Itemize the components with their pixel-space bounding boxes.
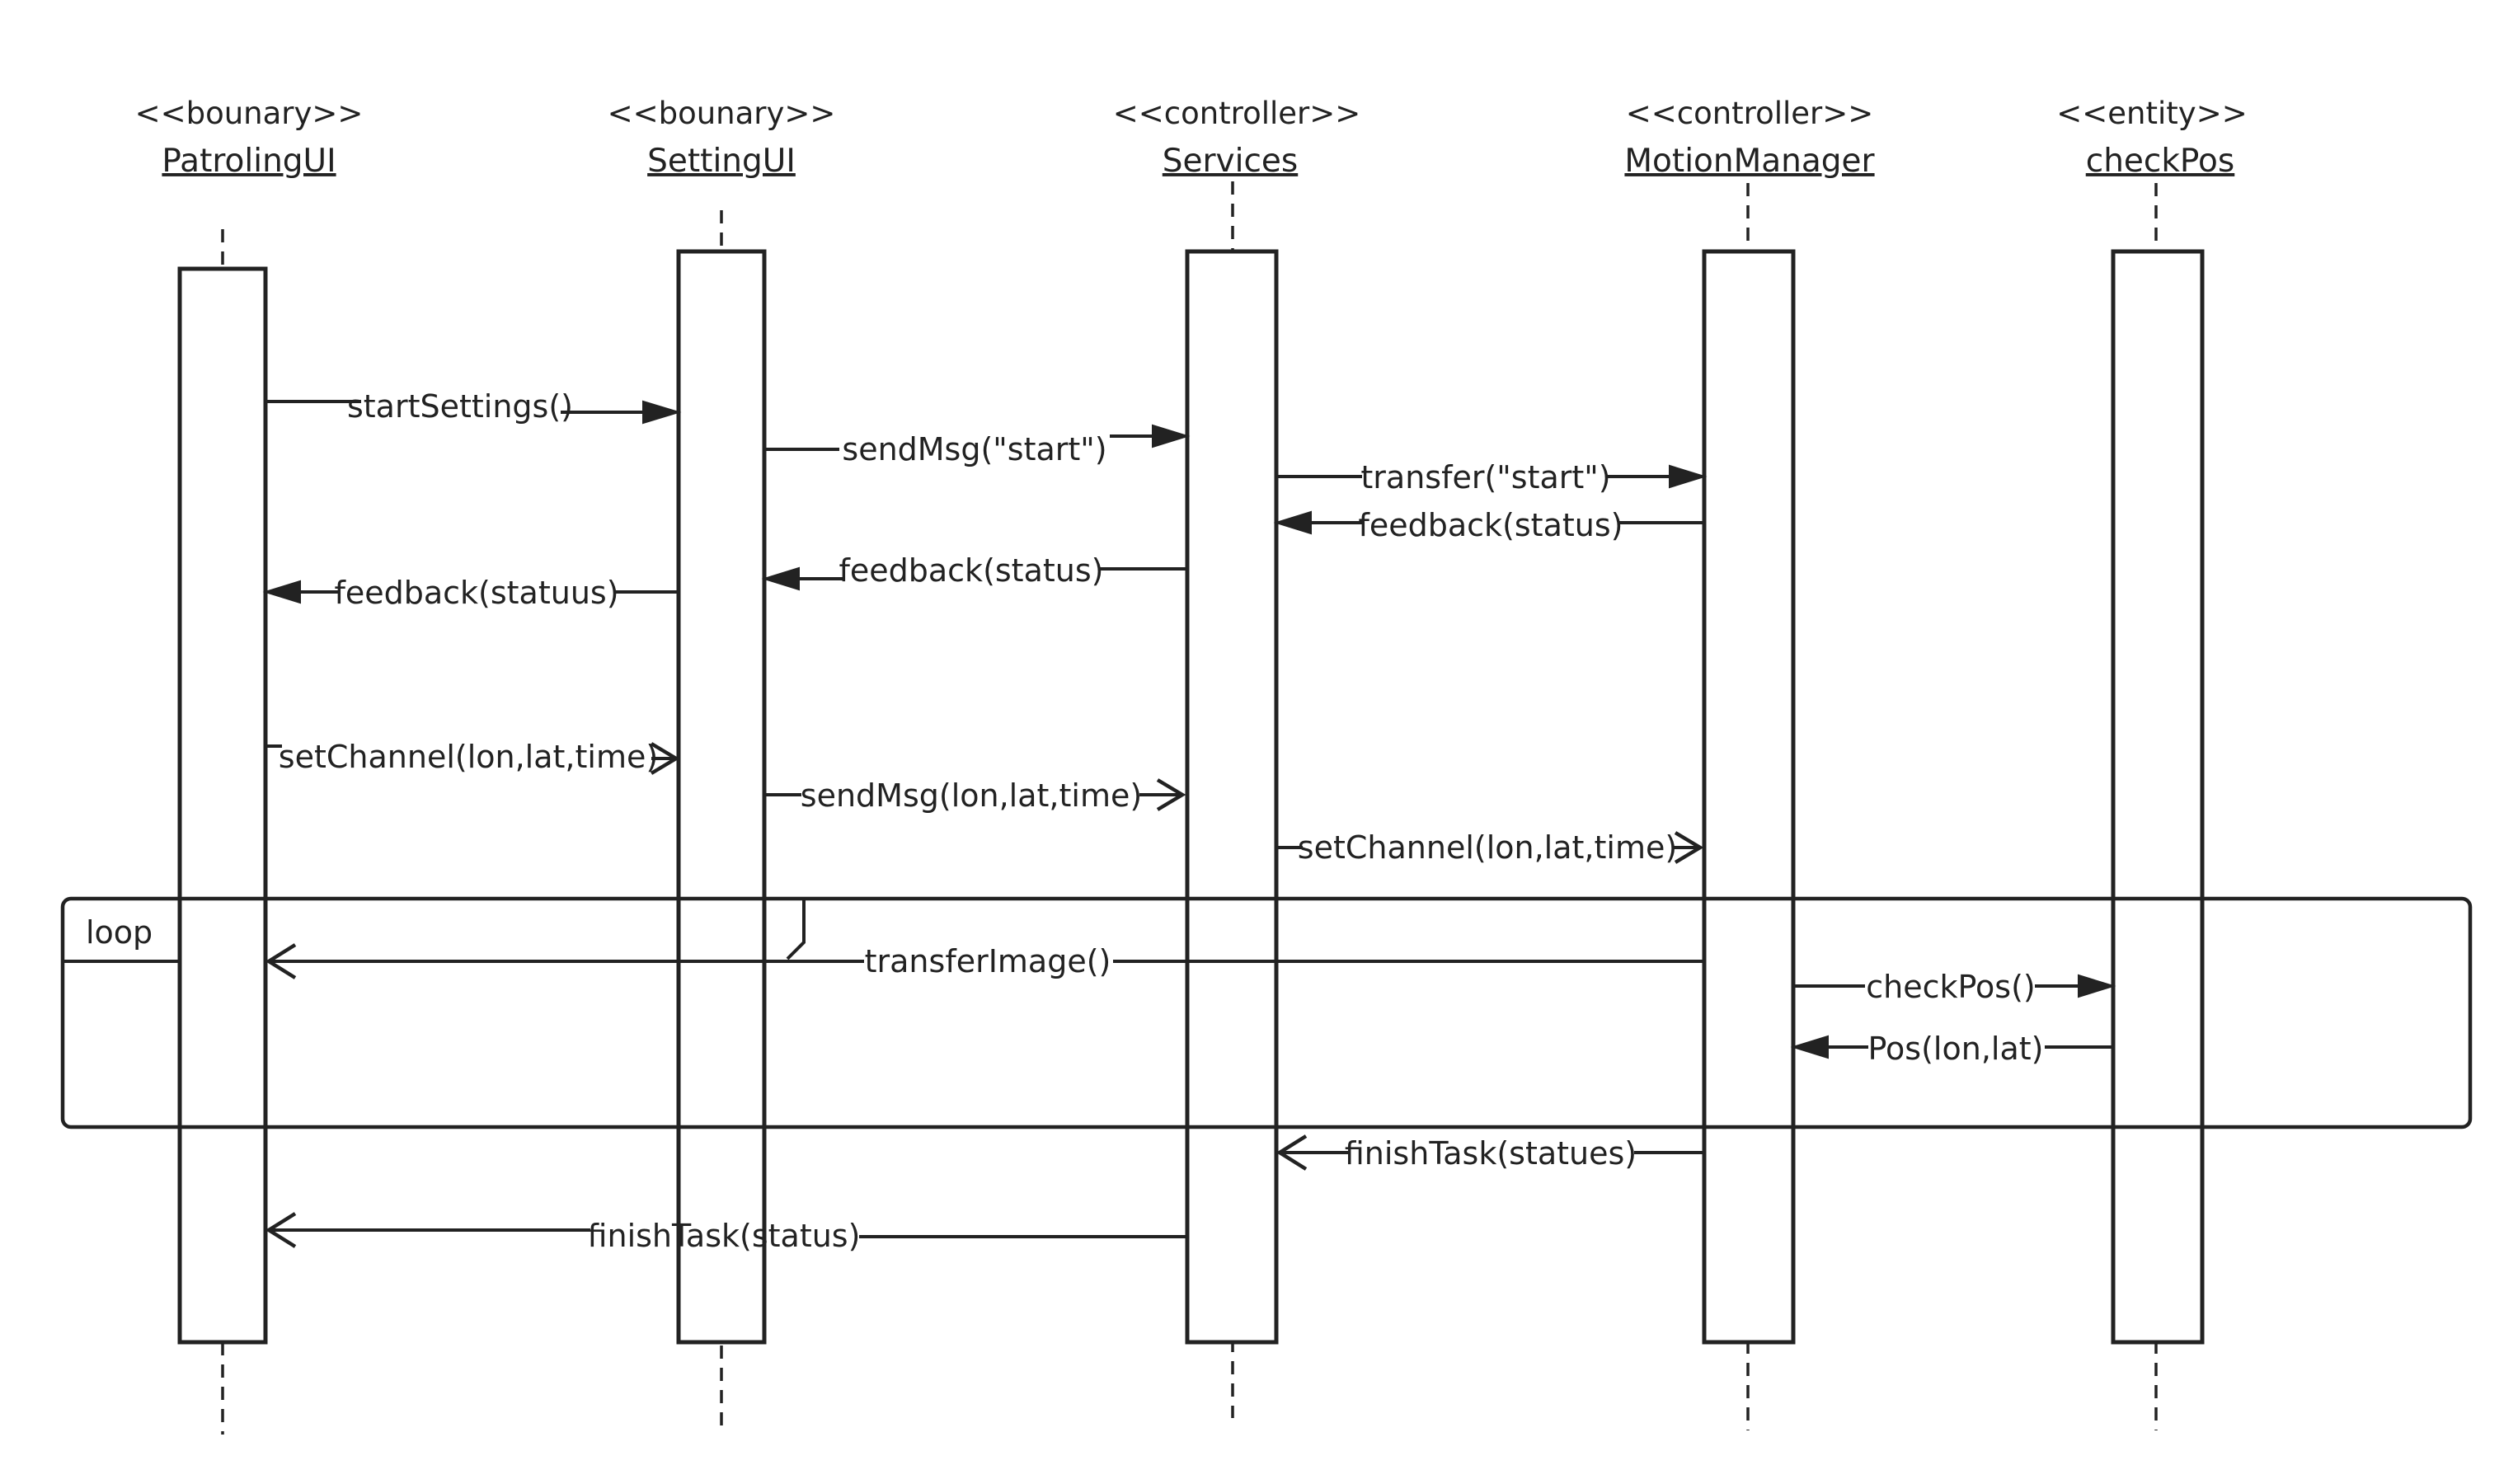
open-arrowhead-icon [265,1212,297,1248]
participant-setting: <<bounary>> SettingUI [608,96,836,180]
message-finish-task-status: finishTask(status) [265,1212,1187,1254]
activation-bar-services [1185,249,1279,1345]
participant-name: SettingUI [647,143,796,180]
message-send-msg-coords: sendMsg(lon,lat,time) [764,777,1186,814]
filled-arrowhead-icon [761,566,800,591]
open-arrowhead-icon [1674,831,1704,864]
message-feedback-setting-patroling: feedback(statuus) [262,575,679,611]
open-arrowhead-icon [1156,778,1186,811]
message-set-channel-patroling-setting: setChannel(lon,lat,time) [265,739,680,775]
message-label: transferImage() [865,943,1111,979]
participant-name: Services [1163,143,1298,180]
message-label: Pos(lon,lat) [1868,1031,2044,1067]
message-label: setChannel(lon,lat,time) [279,739,658,775]
message-feedback-services-setting: feedback(status) [761,552,1187,591]
message-pos: Pos(lon,lat) [1790,1031,2113,1067]
participant-stereotype: <<bounary>> [608,96,836,131]
activation-bar-checkpos [2111,249,2205,1345]
message-label: sendMsg("start") [842,431,1106,467]
participant-services: <<controller>> Services [1113,96,1361,180]
message-finish-task-statues: finishTask(statues) [1275,1134,1704,1172]
message-label: feedback(statuus) [334,575,618,611]
participant-stereotype: <<controller>> [1626,96,1874,131]
filled-arrowhead-icon [1152,424,1191,448]
message-send-msg-start: sendMsg("start") [764,424,1191,467]
message-label: feedback(status) [1359,507,1623,543]
open-arrowhead-icon [1275,1134,1308,1171]
loop-fragment-label: loop [86,914,153,951]
message-check-pos: checkPos() [1793,969,2116,1005]
filled-arrowhead-icon [642,400,682,425]
loop-fragment-tab-corner [764,897,806,960]
open-arrowhead-icon [265,943,297,979]
filled-arrowhead-icon [2078,974,2116,998]
filled-arrowhead-icon [1790,1035,1829,1059]
activation-bar-patroling [177,266,268,1345]
message-transfer-start: transfer("start") [1276,459,1708,495]
message-label: transfer("start") [1360,459,1610,495]
filled-arrowhead-icon [1273,510,1312,535]
participant-patroling: <<bounary>> PatrolingUI [135,96,364,180]
message-label: finishTask(statues) [1345,1135,1637,1172]
message-set-channel-services-motion: setChannel(lon,lat,time) [1276,829,1704,866]
filled-arrowhead-icon [262,580,301,604]
message-feedback-motion-services: feedback(status) [1273,507,1704,543]
participant-name: MotionManager [1624,143,1875,180]
message-label: finishTask(status) [588,1218,861,1254]
participant-motion: <<controller>> MotionManager [1624,96,1875,180]
message-label: feedback(status) [839,552,1104,589]
message-label: startSettings() [347,388,573,425]
participant-stereotype: <<entity>> [2056,96,2247,131]
participant-stereotype: <<bounary>> [135,96,364,131]
activation-bar-motion [1702,249,1796,1345]
participant-name: PatrolingUI [162,143,336,180]
activation-bar-setting [676,249,767,1345]
loop-fragment-frame [60,896,2473,1129]
filled-arrowhead-icon [1669,464,1708,489]
open-arrowhead-icon [650,742,680,775]
message-label: sendMsg(lon,lat,time) [801,777,1142,814]
message-label: setChannel(lon,lat,time) [1298,829,1677,866]
message-transfer-image: transferImage() [265,943,1704,979]
message-start-settings: startSettings() [265,388,682,425]
message-label: checkPos() [1866,969,2036,1005]
participant-name: checkPos [2086,143,2235,180]
participant-stereotype: <<controller>> [1113,96,1361,131]
participant-checkpos: <<entity>> checkPos [2056,96,2247,180]
